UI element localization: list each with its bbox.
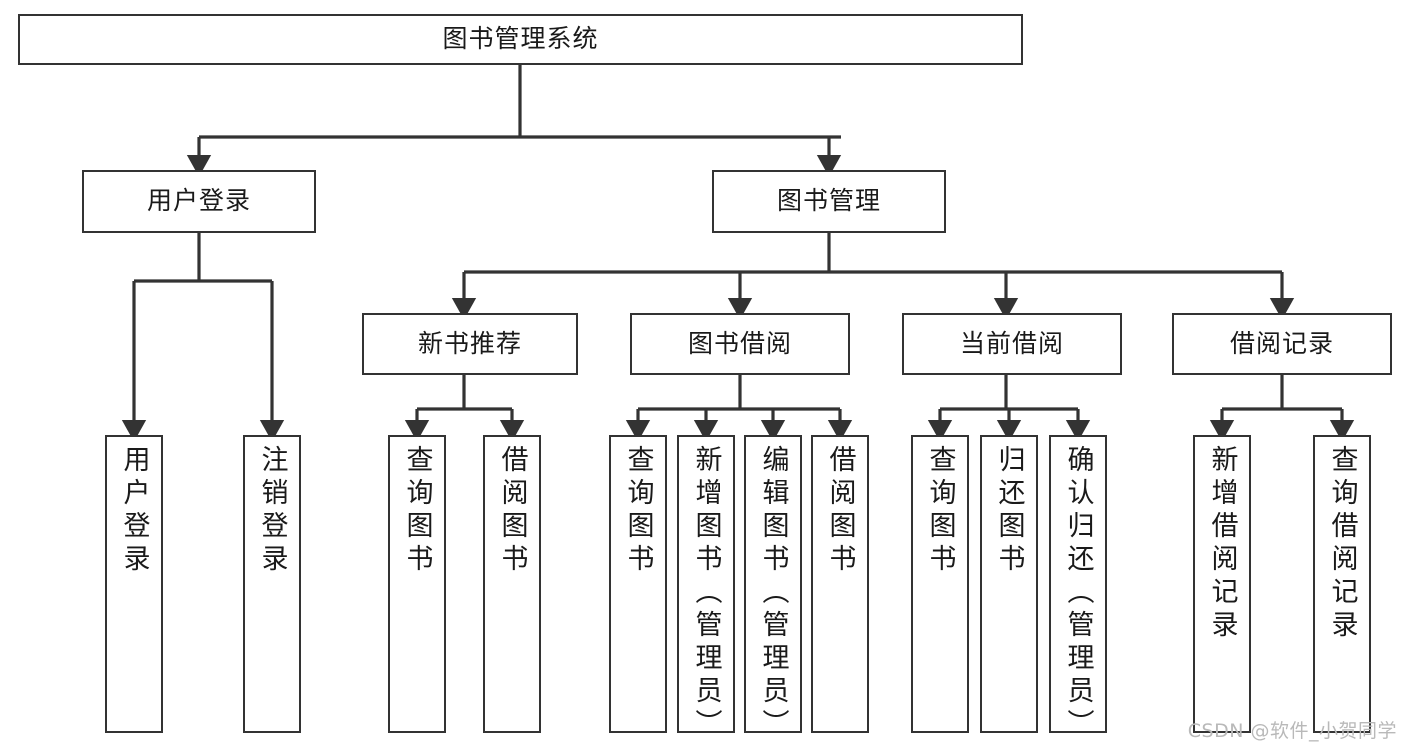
node-leaf-add-record[interactable]: 新增借阅记录 (1193, 435, 1251, 733)
node-new-book-recommend[interactable]: 新书推荐 (362, 313, 578, 375)
node-borrow-record[interactable]: 借阅记录 (1172, 313, 1392, 375)
node-leaf-query-book-3[interactable]: 查询图书 (911, 435, 969, 733)
node-leaf-query-book-3-label: 查询图书 (924, 445, 956, 577)
csdn-watermark: CSDN @软件_小贺同学 (1187, 720, 1397, 742)
node-leaf-return-book[interactable]: 归还图书 (980, 435, 1038, 733)
node-leaf-add-book-label: 新增图书（管理员） (690, 445, 722, 742)
node-leaf-query-record-label: 查询借阅记录 (1326, 445, 1358, 643)
node-borrow-record-label: 借阅记录 (1229, 328, 1334, 358)
node-leaf-edit-book-label: 编辑图书（管理员） (757, 445, 789, 742)
node-user-login[interactable]: 用户登录 (82, 170, 316, 233)
node-book-borrow-label: 图书借阅 (687, 328, 792, 358)
node-leaf-logout-login[interactable]: 注销登录 (243, 435, 301, 733)
node-leaf-borrow-book-1[interactable]: 借阅图书 (483, 435, 541, 733)
node-leaf-add-book[interactable]: 新增图书（管理员） (677, 435, 735, 742)
node-leaf-user-login[interactable]: 用户登录 (105, 435, 163, 733)
node-leaf-borrow-book-2[interactable]: 借阅图书 (811, 435, 869, 733)
node-leaf-confirm-return-label: 确认归还（管理员） (1062, 445, 1094, 742)
node-leaf-add-record-label: 新增借阅记录 (1206, 445, 1238, 643)
node-leaf-return-book-label: 归还图书 (993, 445, 1025, 577)
node-leaf-query-book-1[interactable]: 查询图书 (388, 435, 446, 733)
node-book-manage-label: 图书管理 (776, 186, 881, 216)
node-leaf-edit-book[interactable]: 编辑图书（管理员） (744, 435, 802, 742)
node-book-borrow[interactable]: 图书借阅 (630, 313, 850, 375)
node-new-book-recommend-label: 新书推荐 (417, 328, 522, 358)
node-leaf-logout-login-label: 注销登录 (256, 445, 288, 577)
node-leaf-borrow-book-2-label: 借阅图书 (824, 445, 856, 577)
node-leaf-confirm-return[interactable]: 确认归还（管理员） (1049, 435, 1107, 742)
node-leaf-query-book-1-label: 查询图书 (401, 445, 433, 577)
node-leaf-borrow-book-1-label: 借阅图书 (496, 445, 528, 577)
node-book-manage[interactable]: 图书管理 (712, 170, 946, 233)
node-current-borrow-label: 当前借阅 (959, 328, 1064, 358)
node-user-login-label: 用户登录 (146, 186, 251, 216)
node-leaf-query-book-2-label: 查询图书 (622, 445, 654, 577)
node-leaf-query-record[interactable]: 查询借阅记录 (1313, 435, 1371, 733)
node-current-borrow[interactable]: 当前借阅 (902, 313, 1122, 375)
node-leaf-user-login-label: 用户登录 (118, 445, 150, 577)
node-root[interactable]: 图书管理系统 (18, 14, 1023, 65)
node-root-label: 图书管理系统 (442, 24, 599, 54)
node-leaf-query-book-2[interactable]: 查询图书 (609, 435, 667, 733)
